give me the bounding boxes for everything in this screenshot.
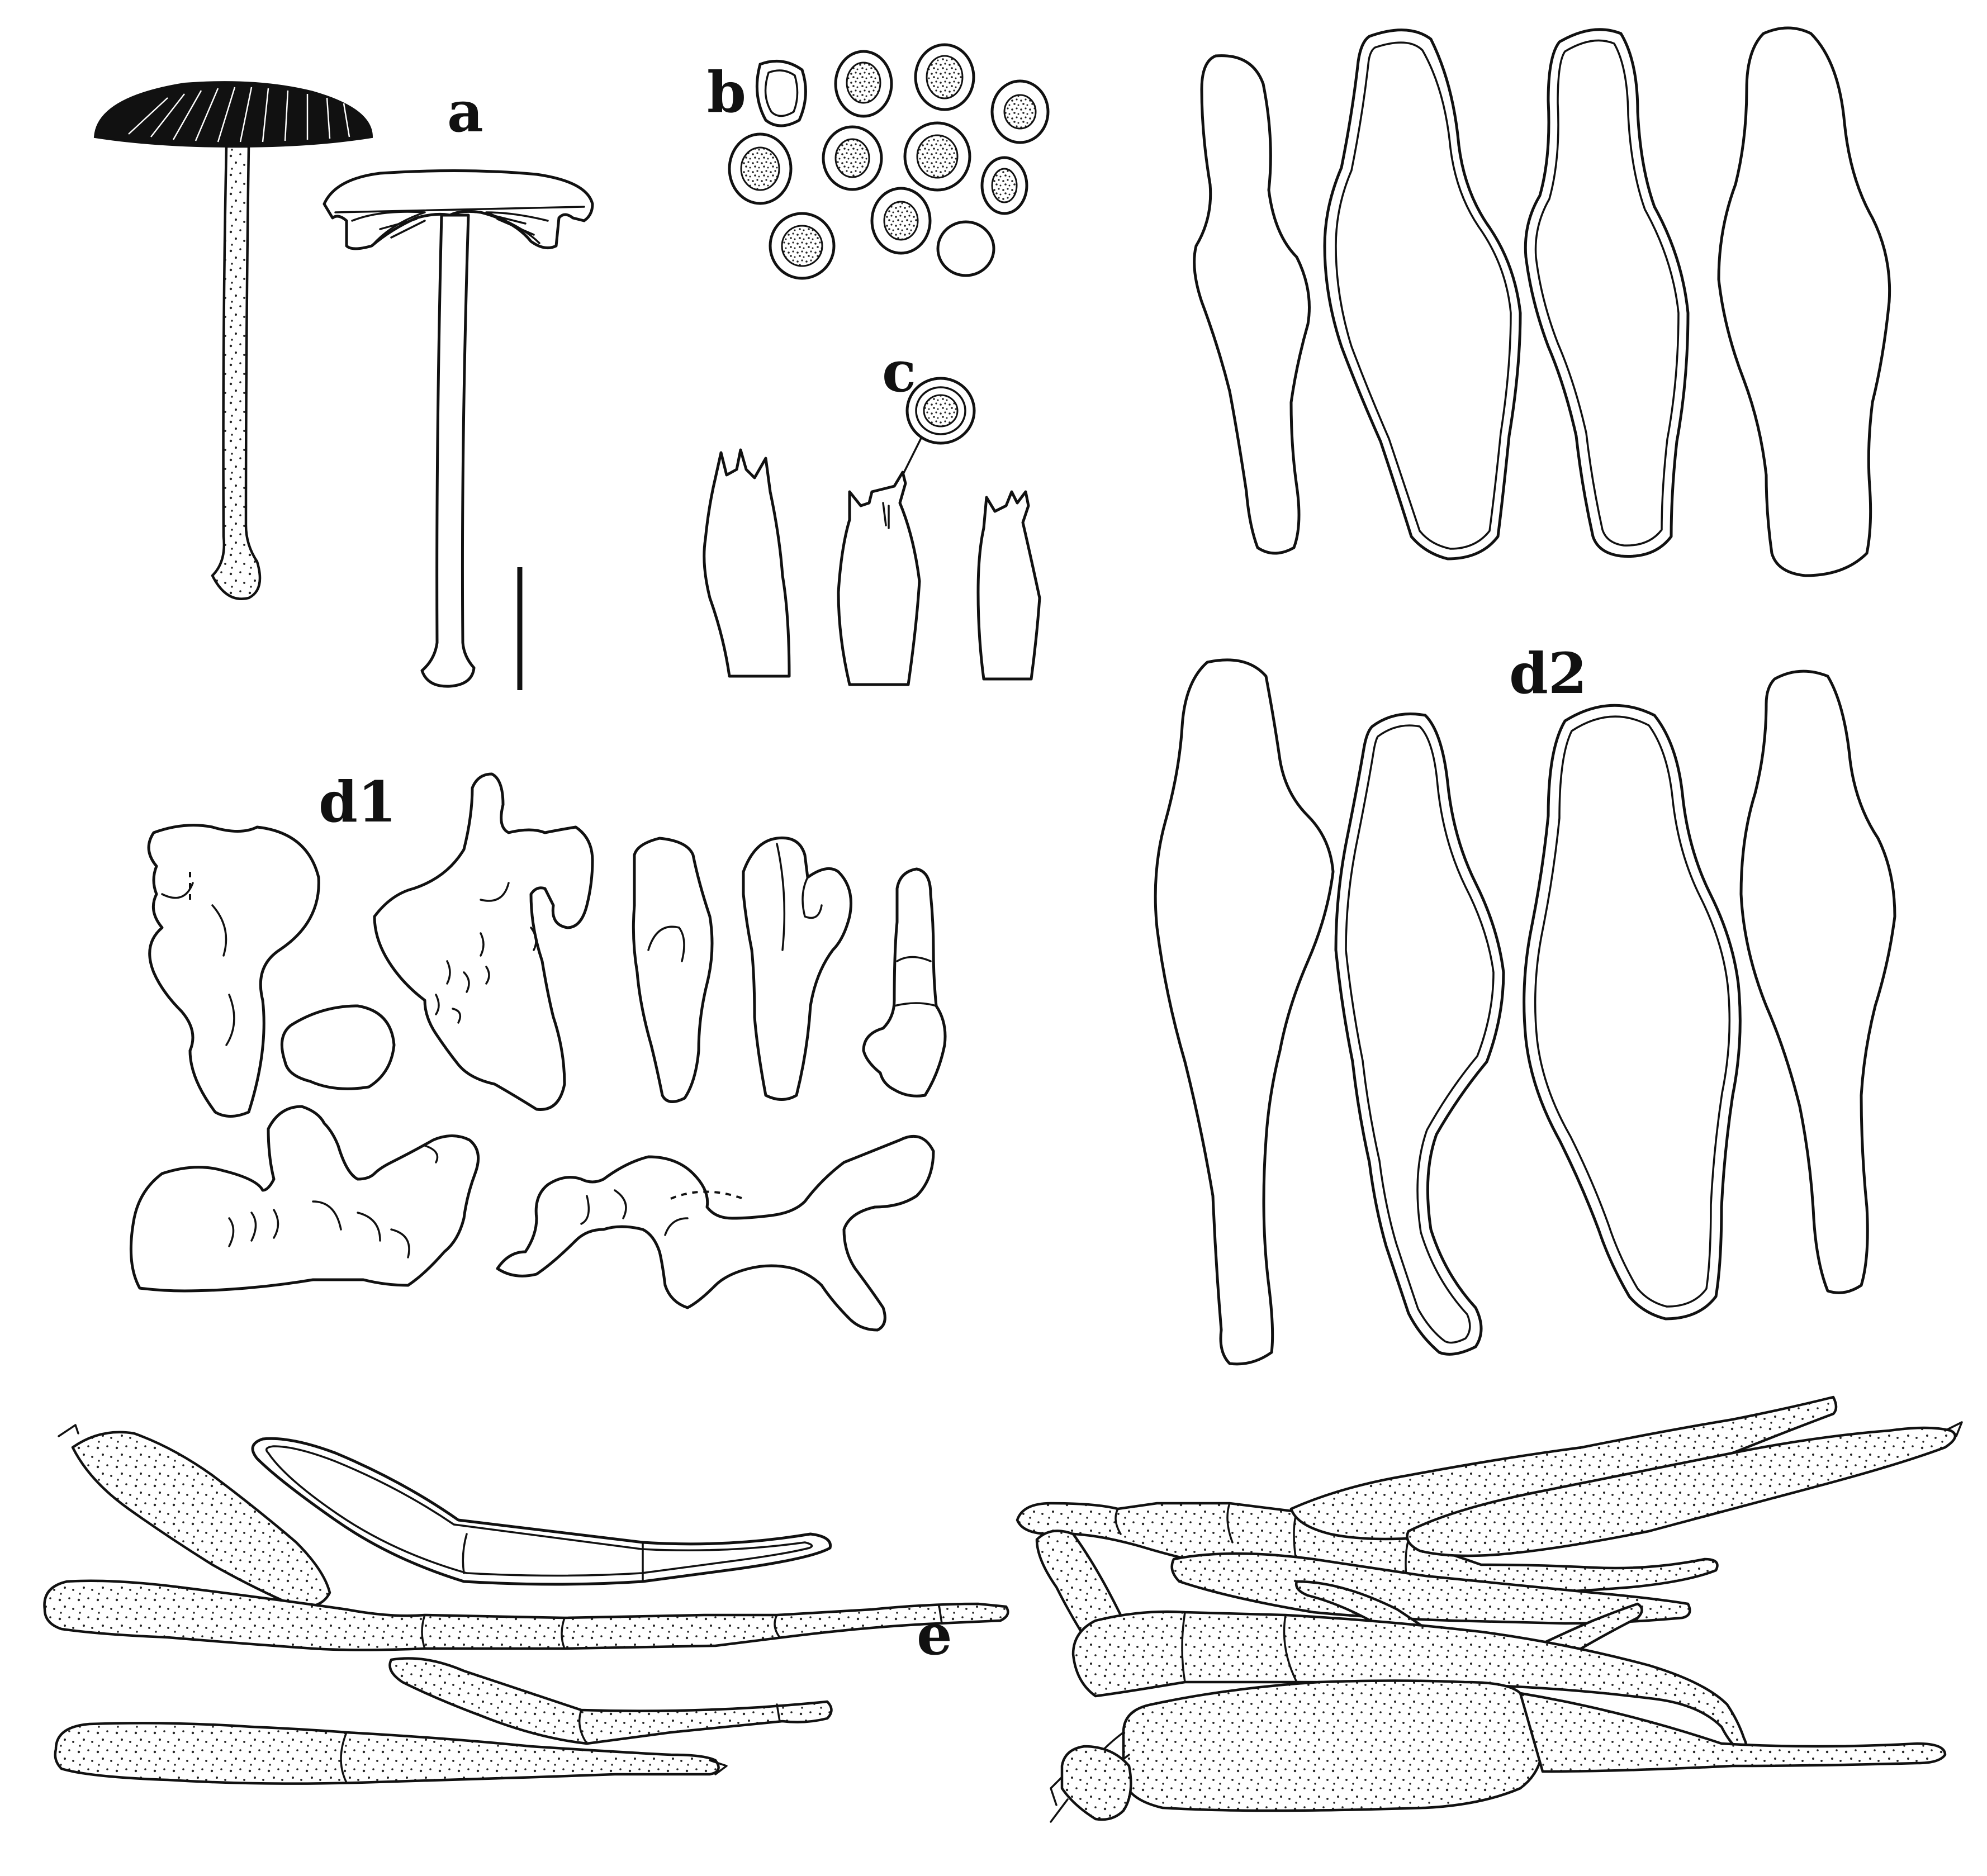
spore [769, 212, 836, 280]
spore [980, 156, 1028, 215]
panel-d2-cystidia: d2 [1154, 26, 1896, 1366]
cystidium-lower-thickwalled [1523, 704, 1742, 1321]
basidioma-side-view [93, 81, 373, 600]
panel-e-hyphae: e [43, 1395, 1963, 1823]
cystidium-upper-thickwalled [1524, 28, 1690, 558]
basidium [703, 448, 791, 678]
label-c: c [882, 339, 916, 405]
cystidium-lower [1739, 669, 1896, 1294]
hypha-left-3 [388, 1657, 833, 1745]
cystidium-lower [1154, 658, 1335, 1366]
hypha-right-4 [1406, 1421, 1963, 1557]
hypha-right-5 [1170, 1552, 1691, 1625]
cystidium [742, 836, 852, 1101]
cystidium-upper [1717, 26, 1891, 577]
hypha-right-8 [1089, 1679, 1947, 1812]
spore [903, 121, 971, 192]
basidioma-section-view [323, 169, 594, 688]
spore [990, 79, 1050, 144]
panel-a-basidiomata: a [93, 79, 594, 690]
cystidium [862, 867, 947, 1098]
hypha-right-9 [1050, 1745, 1132, 1823]
cystidium [632, 837, 714, 1103]
spore [914, 43, 975, 111]
panel-d1-cystidia: d1 [129, 769, 947, 1332]
spore [822, 125, 883, 191]
cystidium [496, 1134, 935, 1332]
panel-b-basidiospores: b [707, 43, 1050, 280]
spore [834, 50, 893, 118]
cystidium [373, 772, 594, 1111]
cystidium [280, 1004, 396, 1090]
cystidium-upper-thickwalled [1323, 29, 1522, 561]
basidium [976, 490, 1041, 681]
spore-group [728, 43, 1050, 280]
label-b: b [707, 59, 746, 125]
spore [870, 187, 932, 255]
label-d1: d1 [319, 769, 397, 835]
label-d2: d2 [1509, 640, 1587, 706]
cystidium-upper [1193, 54, 1311, 555]
cystidium [129, 1105, 480, 1293]
cystidium-lower-thickwalled [1334, 713, 1505, 1356]
hypha-left-4 [54, 1722, 728, 1785]
panel-c-basidia: c [703, 339, 1041, 686]
hypha-left-thickwalled [251, 1437, 832, 1586]
hypha-left-2 [43, 1579, 1009, 1651]
basidium-with-spore [837, 377, 976, 686]
spore [728, 132, 793, 205]
label-a: a [447, 79, 483, 145]
hypha-left-1 [58, 1424, 331, 1608]
spore [936, 220, 995, 277]
cystidium [147, 824, 320, 1118]
